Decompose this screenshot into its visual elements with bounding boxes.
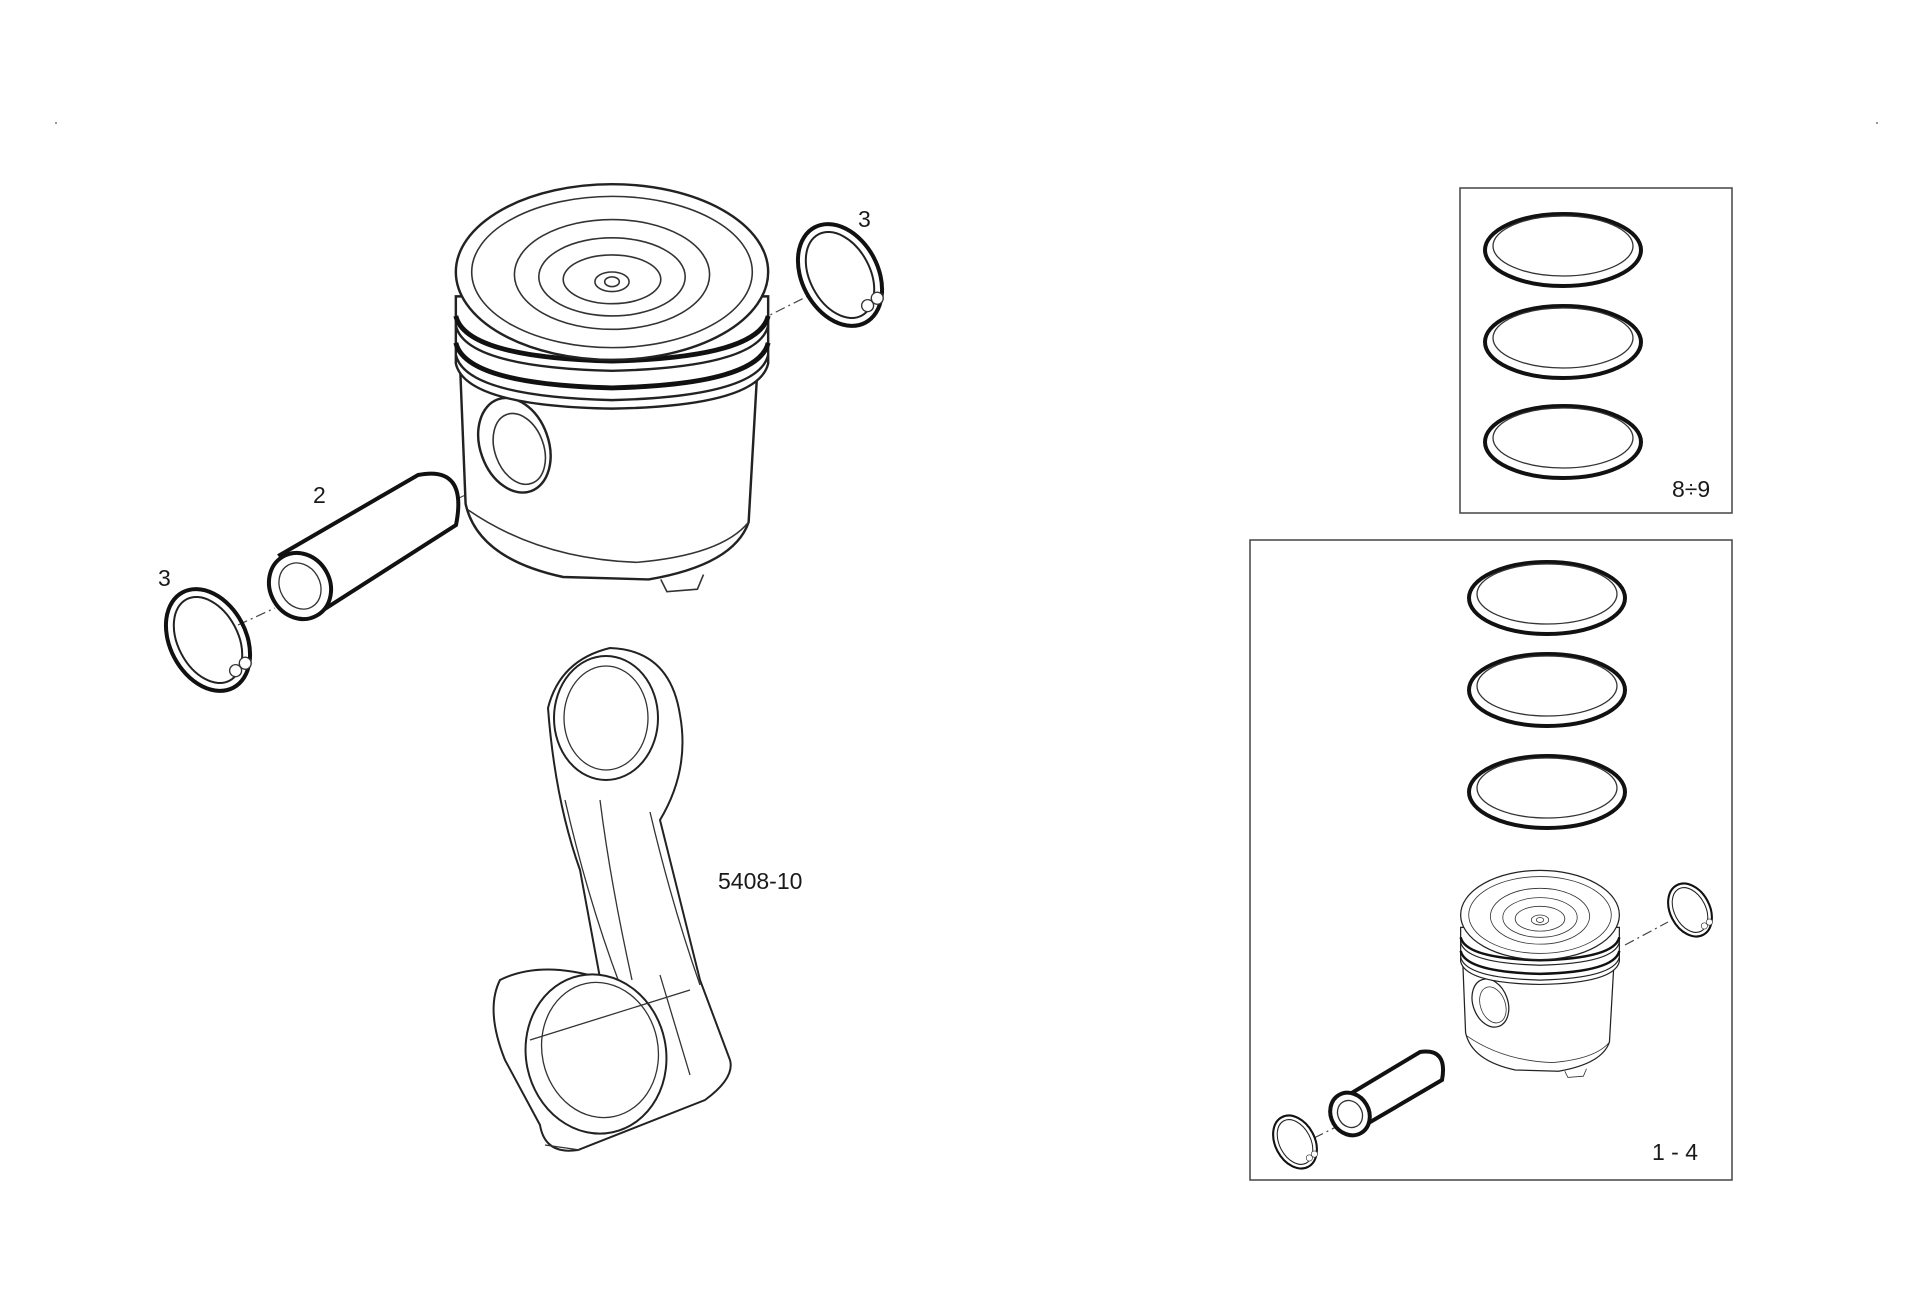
rings-kit-box: 8÷9 — [1459, 187, 1733, 514]
piston-ring-1 — [1483, 212, 1643, 288]
piston-ring-3 — [1483, 404, 1643, 480]
pin-axis-line-ring — [237, 607, 276, 626]
connecting-rod — [492, 646, 732, 1152]
kit-snap-ring-right — [1658, 874, 1722, 946]
pin-axis-line-right — [739, 294, 811, 331]
label-piston-pin: 2 — [313, 482, 326, 508]
label-piston-kit: 1 - 4 — [1652, 1139, 1698, 1165]
kit-pin-axis-line — [1624, 921, 1669, 946]
kit-snap-ring-left — [1263, 1106, 1327, 1178]
kit-piston — [1459, 869, 1621, 1079]
kit-piston-ring-3 — [1467, 754, 1627, 830]
main-piston-assembly: 3 2 3 5408-10 — [149, 184, 899, 1152]
label-snap-ring-left: 3 — [158, 565, 171, 591]
piston-ring-2 — [1483, 304, 1643, 380]
corner-mark-right — [1876, 122, 1878, 124]
corner-mark-left — [55, 122, 57, 124]
piston — [456, 184, 768, 591]
kit-piston-ring-2 — [1467, 652, 1627, 728]
kit-piston-ring-1 — [1467, 560, 1627, 636]
kit-piston-pin — [1328, 1049, 1445, 1138]
label-snap-ring-top: 3 — [858, 206, 871, 232]
snap-ring-top — [781, 209, 899, 340]
piston-kit-box: 1 - 4 — [1249, 539, 1733, 1181]
label-connecting-rod: 5408-10 — [718, 868, 802, 894]
snap-ring-left — [149, 574, 267, 705]
piston-pin — [266, 471, 461, 622]
label-rings-kit: 8÷9 — [1672, 476, 1710, 502]
